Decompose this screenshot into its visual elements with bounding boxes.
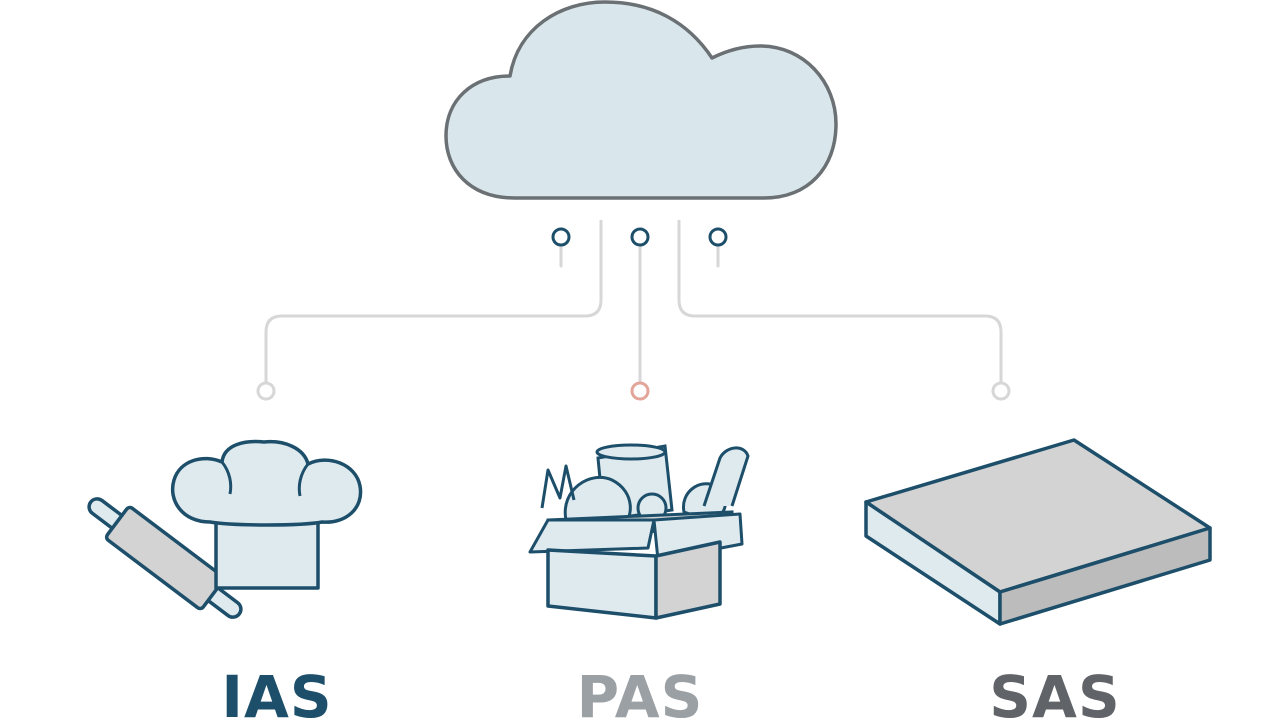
ias-label: IAS <box>221 663 333 720</box>
pizza-box-icon <box>864 438 1212 626</box>
grocery-box-icon <box>528 443 750 620</box>
connector-ias <box>256 220 603 401</box>
sas-label: SAS <box>989 663 1121 720</box>
connector-sas <box>677 220 1011 401</box>
chef-hat-rolling-pin-icon <box>87 439 363 619</box>
pas-label: PAS <box>576 663 704 720</box>
cloud-icon <box>444 0 838 200</box>
connector-pas <box>630 227 650 401</box>
cloud-stub-connectors <box>551 227 728 268</box>
